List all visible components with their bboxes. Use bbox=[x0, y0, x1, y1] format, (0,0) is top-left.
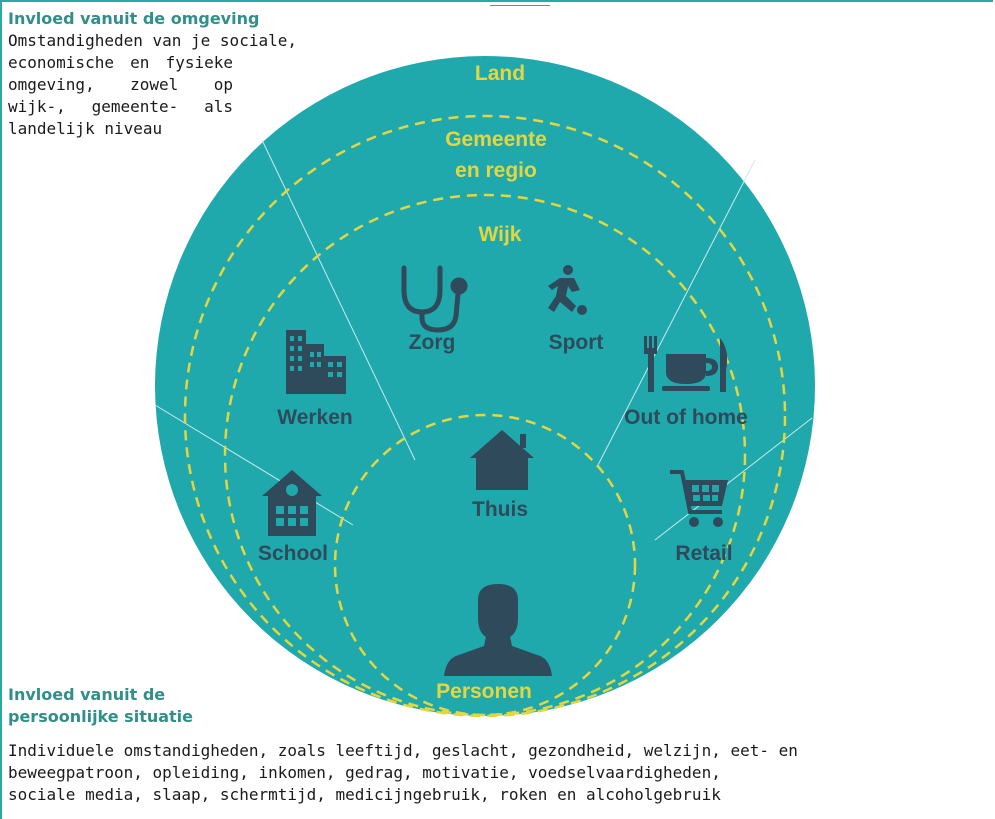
environment-line: economische en fysieke bbox=[8, 53, 233, 72]
divider-line bbox=[261, 139, 416, 461]
divider-line bbox=[597, 159, 756, 466]
personal-heading-line: persoonlijke situatie bbox=[8, 707, 194, 726]
ring-label-personen: Personen bbox=[436, 680, 532, 703]
environment-heading: Invloed vanuit de omgeving bbox=[8, 9, 260, 28]
ring-wijk bbox=[223, 193, 747, 717]
environment-line: Omstandigheden van je sociale, bbox=[8, 31, 297, 50]
divider-line bbox=[154, 404, 354, 526]
ring-label-land: Land bbox=[475, 62, 525, 85]
environment-line: wijk-, gemeente- als bbox=[8, 97, 233, 116]
shopping-cart-icon bbox=[670, 470, 728, 527]
school-icon bbox=[262, 470, 322, 536]
top-divider bbox=[490, 5, 550, 6]
personal-description: Individuele omstandigheden, zoals leefti… bbox=[8, 740, 988, 806]
ring-label-gemeente: Gemeente bbox=[445, 128, 547, 151]
stethoscope-icon bbox=[401, 265, 468, 333]
personal-heading: Invloed vanuit de persoonlijke situatie bbox=[8, 684, 228, 728]
environment-line: omgeving, zowel op bbox=[8, 75, 233, 94]
ring-gemeente bbox=[183, 114, 787, 718]
ring-personen bbox=[333, 413, 637, 717]
office-building-icon bbox=[286, 330, 346, 394]
person-icon bbox=[444, 584, 552, 676]
outer-circle-land bbox=[155, 56, 815, 716]
environment-line: landelijk niveau bbox=[8, 119, 163, 138]
divider-line bbox=[654, 417, 813, 541]
personal-line: beweegpatroon, opleiding, inkomen, gedra… bbox=[8, 763, 721, 782]
personal-heading-line: Invloed vanuit de bbox=[8, 685, 166, 704]
house-icon bbox=[470, 430, 534, 490]
category-label-zorg: Zorg bbox=[409, 331, 456, 354]
category-label-thuis: Thuis bbox=[472, 498, 528, 521]
category-label-retail: Retail bbox=[675, 542, 732, 565]
runner-icon bbox=[548, 265, 587, 315]
personal-line: sociale media, slaap, schermtijd, medici… bbox=[8, 785, 721, 804]
environment-description: Omstandigheden van je sociale, economisc… bbox=[8, 30, 353, 140]
category-label-sport: Sport bbox=[549, 331, 604, 354]
ring-label-wijk: Wijk bbox=[479, 223, 522, 246]
category-label-werken: Werken bbox=[277, 406, 352, 429]
ring-label-regio: en regio bbox=[455, 159, 537, 182]
category-label-school: School bbox=[258, 542, 328, 565]
coffee-cup-icon bbox=[644, 336, 728, 392]
category-label-out-of-home: Out of home bbox=[624, 406, 748, 429]
personal-line: Individuele omstandigheden, zoals leefti… bbox=[8, 741, 798, 760]
sector-dividers bbox=[154, 139, 813, 541]
